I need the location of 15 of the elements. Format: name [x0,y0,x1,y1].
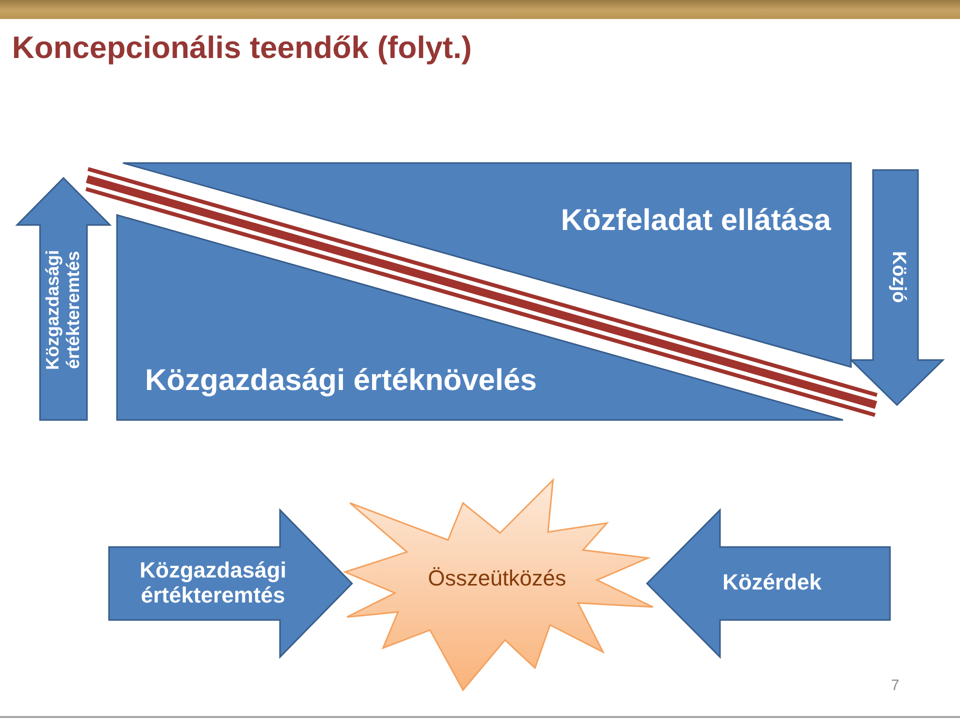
down-block-arrow [851,170,943,405]
right-block-arrow [109,510,352,657]
panel-label: Közfeladat ellátása [560,204,831,238]
panel-label: Közgazdasági értéknövelés [145,364,537,398]
arrow-label: Közjó [887,251,909,303]
up-block-arrow [17,178,110,420]
upper-triangle-panel [123,163,851,367]
starburst-label: Összeütközés [428,565,566,591]
page-number: 7 [891,677,900,694]
arrow-label: Közgazdasági értékteremtés [42,250,84,370]
arrow-label: Közérdek [722,569,822,595]
starburst [343,480,655,692]
slide-title: Koncepcionális teendők (folyt.) [12,29,472,67]
left-block-arrow [647,510,890,657]
arrow-label: Közgazdasági értékteremtés [140,558,286,608]
